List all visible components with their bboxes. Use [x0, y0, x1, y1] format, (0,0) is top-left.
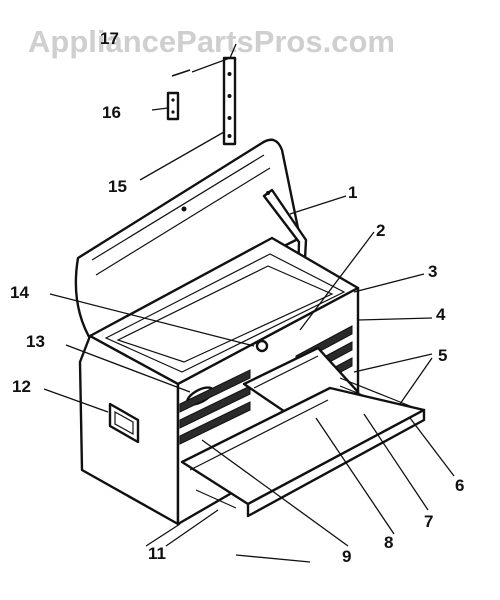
leader-lines [43, 43, 455, 563]
interior-screw [255, 339, 269, 353]
watermark-text: AppliancePartsPros.com [28, 24, 395, 59]
callout-17: 17 [100, 29, 119, 48]
callout-4: 4 [436, 305, 446, 324]
part-16-lock-plate [166, 91, 180, 121]
callout-16: 16 [102, 103, 121, 122]
callout-9: 9 [342, 547, 351, 566]
callout-1: 1 [348, 183, 357, 202]
callout-13: 13 [26, 332, 45, 351]
callout-2: 2 [376, 221, 385, 240]
callout-7: 7 [424, 512, 433, 531]
side-handle [108, 402, 140, 444]
lid [74, 138, 302, 344]
hinge-strip [222, 56, 237, 146]
part-17-pin [171, 69, 191, 77]
callout-3: 3 [428, 262, 437, 281]
callout-15: 15 [108, 177, 127, 196]
callout-5: 5 [438, 346, 447, 365]
callout-14: 14 [10, 283, 29, 302]
callout-12: 12 [12, 377, 31, 396]
bottom-drawer-open [180, 386, 426, 518]
callout-11: 11 [148, 544, 166, 563]
callout-6: 6 [455, 476, 464, 495]
callout-8: 8 [384, 533, 393, 552]
